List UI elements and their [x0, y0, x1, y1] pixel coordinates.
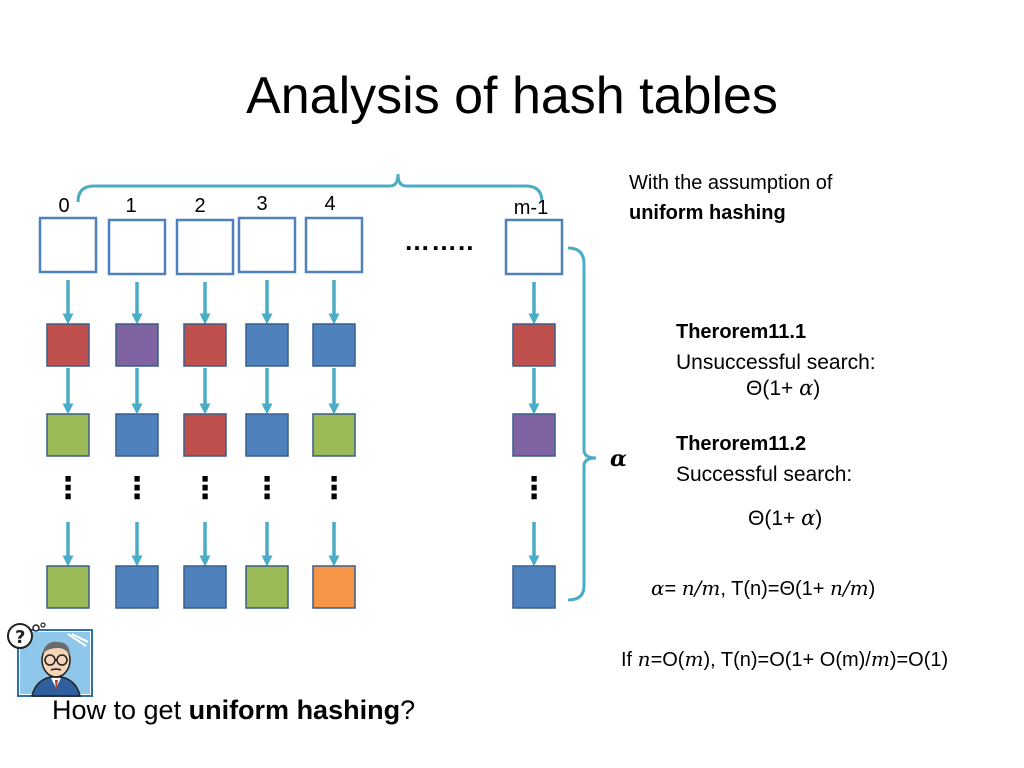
chain-node — [183, 413, 227, 457]
theorem1-text: Unsuccessful search: — [676, 351, 876, 374]
theorem2-text: Successful search: — [676, 463, 853, 486]
chain-continuation-dots: ⋮ — [53, 471, 83, 506]
eq1-end: ) — [868, 578, 876, 600]
eq2-rest1: ), T(n)=O(1+ O(m)/ — [703, 649, 871, 671]
chain-node — [312, 565, 356, 609]
question-post: ? — [400, 695, 416, 725]
chain-continuation-dots: ⋮ — [252, 471, 282, 506]
chain-node — [46, 323, 90, 367]
eq2-m: m — [684, 647, 704, 671]
slide-title: Analysis of hash tables — [246, 67, 778, 125]
chain-node — [245, 565, 289, 609]
chain-node — [183, 323, 227, 367]
right-brace — [567, 246, 597, 602]
theorem1-bound-alpha: α — [799, 376, 814, 400]
eq1-nm: n/m — [681, 576, 721, 600]
question-bold: uniform hashing — [188, 695, 401, 725]
thinking-person-icon: ? — [7, 622, 93, 697]
theorem2-title: Therorem11.2 — [676, 433, 807, 455]
slot-index-label: 1 — [125, 195, 136, 217]
chain-continuation-dots: ⋮ — [122, 471, 152, 506]
chain-node — [312, 323, 356, 367]
chain-node — [512, 323, 556, 367]
slot-index-label: m-1 — [514, 197, 548, 219]
top-brace — [76, 173, 544, 203]
hash-slot — [237, 216, 297, 274]
chain-node — [46, 413, 90, 457]
slot-index-label: 2 — [194, 195, 205, 217]
chain-node — [115, 565, 159, 609]
hash-slot — [38, 216, 98, 274]
assumption-line1: With the assumption of — [629, 172, 833, 194]
eq1-alpha: α — [651, 576, 665, 600]
theorem1-bound-pre: Θ(1+ — [746, 377, 800, 400]
slot-index-label: 3 — [256, 193, 267, 215]
chain-node — [115, 323, 159, 367]
theorem2-bound-alpha: α — [801, 506, 816, 530]
theorem1-bound-post: ) — [813, 377, 821, 400]
equation-constant-time: If n=O(m), T(n)=O(1+ O(m)/m)=O(1) — [621, 647, 948, 672]
question-text: How to get uniform hashing? — [52, 695, 415, 726]
assumption-line2: uniform hashing — [629, 202, 786, 224]
chain-node — [245, 413, 289, 457]
chain-node — [115, 413, 159, 457]
hash-slot — [304, 216, 364, 274]
chain-node — [245, 323, 289, 367]
theorem2-bound-post: ) — [815, 507, 823, 530]
eq2-eq: =O( — [650, 649, 685, 671]
chain-node — [512, 413, 556, 457]
question-pre: How to get — [52, 695, 189, 725]
eq1-tn: , T(n)=Θ(1+ — [720, 578, 831, 600]
eq1-nm2: n/m — [830, 576, 869, 600]
eq2-n: n — [637, 647, 651, 671]
theorem1-title: Therorem11.1 — [676, 321, 807, 343]
eq2-if: If — [621, 649, 638, 671]
chain-continuation-dots: ⋮ — [319, 471, 349, 506]
theorem1-bound: Θ(1+ α) — [746, 376, 820, 401]
chain-node — [183, 565, 227, 609]
chain-continuation-dots: ⋮ — [519, 471, 549, 506]
slots-ellipsis: …….. — [404, 226, 475, 256]
slot-index-label: 4 — [324, 193, 335, 215]
chain-node — [312, 413, 356, 457]
chain-continuation-dots: ⋮ — [190, 471, 220, 506]
svg-text:?: ? — [15, 627, 25, 648]
theorem2-bound: Θ(1+ α) — [748, 506, 822, 531]
hash-slot — [175, 218, 235, 276]
alpha-label: α — [610, 446, 627, 472]
hash-slot — [504, 218, 564, 276]
eq2-m2: m — [870, 647, 890, 671]
equation-load-factor: α= n/m, T(n)=Θ(1+ n/m) — [651, 576, 875, 601]
eq2-rest2: )=O(1) — [889, 649, 949, 671]
slot-index-label: 0 — [58, 195, 69, 217]
eq1-mid: = — [664, 578, 682, 600]
chain-node — [46, 565, 90, 609]
hash-slot — [107, 218, 167, 276]
theorem2-bound-pre: Θ(1+ — [748, 507, 802, 530]
chain-node — [512, 565, 556, 609]
